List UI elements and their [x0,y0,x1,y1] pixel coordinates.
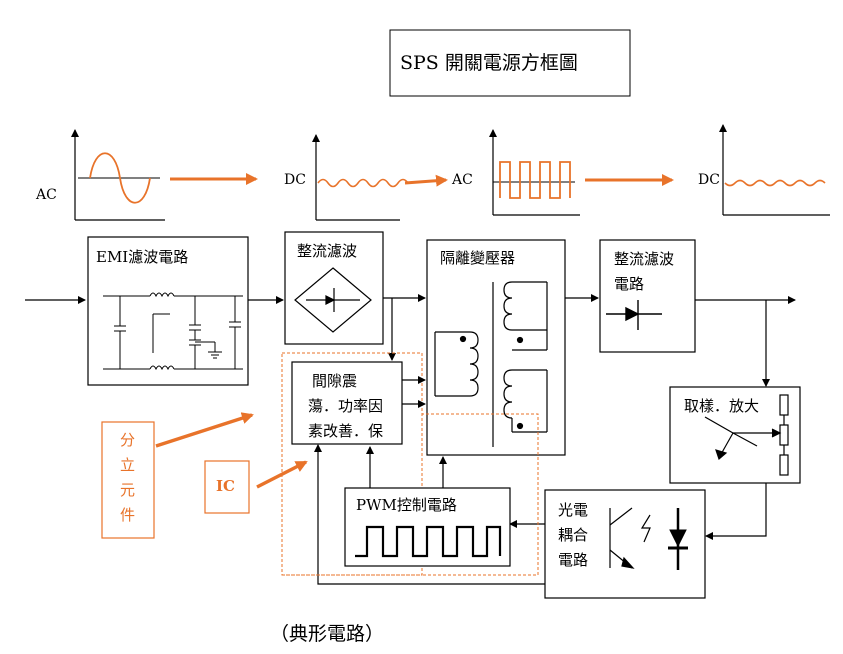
led-icon [668,508,688,570]
opto-label-3: 電路 [558,551,588,569]
osc-label-1: 間隙震 [312,372,357,390]
oscillator-pfc-block: 間隙震 蕩．功率因 素改善．保 [291,361,403,445]
opto-label-2: 耦合 [558,526,588,544]
phototransistor-icon [609,507,651,569]
optocoupler-block: 光電 耦合 電路 [544,489,706,599]
sample-to-opto-arrow [705,483,767,540]
waveform-dc-2: DC [698,124,830,216]
emi-filter-circuit [103,292,243,371]
discrete-char-4: 件 [120,506,135,524]
diagram-caption: （典形電路） [270,623,384,645]
emi-label: EMI濾波電路 [96,248,188,266]
discrete-pointer-arrow [155,412,254,448]
ic-pointer-arrow [256,460,308,489]
orange-arrow-2 [404,174,448,187]
opto-to-osc-feedback-arrow [314,444,545,585]
output-rectifier-label-2: 電路 [614,275,644,293]
ac-label-1: AC [35,187,57,203]
discrete-char-3: 元 [120,481,135,499]
diode-icon [606,300,662,330]
output-rectifier-label-1: 整流濾波 [614,250,674,268]
pwm-control-block: PWM控制電路 [344,487,511,567]
discrete-char-1: 分 [120,431,135,449]
output-rectifier-block: 整流濾波 電路 [599,239,696,353]
waveform-dc-1: DC [284,134,409,221]
transformer-windings-icon [434,281,548,447]
sampling-label: 取樣．放大 [684,397,759,415]
rectifier-label: 整流濾波 [297,242,357,260]
osc-label-2: 蕩．功率因 [308,397,383,415]
bridge-rectifier-icon [294,267,372,333]
dc-label-2: DC [698,172,720,188]
sampling-amp-icon [704,394,789,476]
emi-filter-block: EMI濾波電路 [87,236,249,386]
waveform-ac-square: AC [451,129,580,216]
discrete-components-box: 分 立 元 件 [101,421,155,539]
discrete-char-2: 立 [120,456,135,474]
rectifier-filter-block: 整流濾波 [284,231,384,345]
sampling-amplifier-block: 取樣．放大 [669,386,801,484]
ic-label-box: IC [204,460,250,514]
pwm-label: PWM控制電路 [356,496,457,514]
transformer-label: 隔離變壓器 [440,249,515,267]
isolation-transformer-block: 隔離變壓器 [426,239,566,456]
dc-label-1: DC [284,172,306,188]
ic-boundary-dashed [281,352,539,576]
pwm-pulse-icon [355,525,502,558]
waveform-ac-input: AC [35,129,165,221]
opto-label-1: 光電 [558,501,588,519]
title-box: SPS 開關電源方框圖 [389,29,631,97]
osc-label-3: 素改善．保 [308,422,383,440]
diagram-title: SPS 開關電源方框圖 [400,52,578,74]
ac-label-2: AC [451,172,473,188]
ic-label: IC [216,477,235,495]
